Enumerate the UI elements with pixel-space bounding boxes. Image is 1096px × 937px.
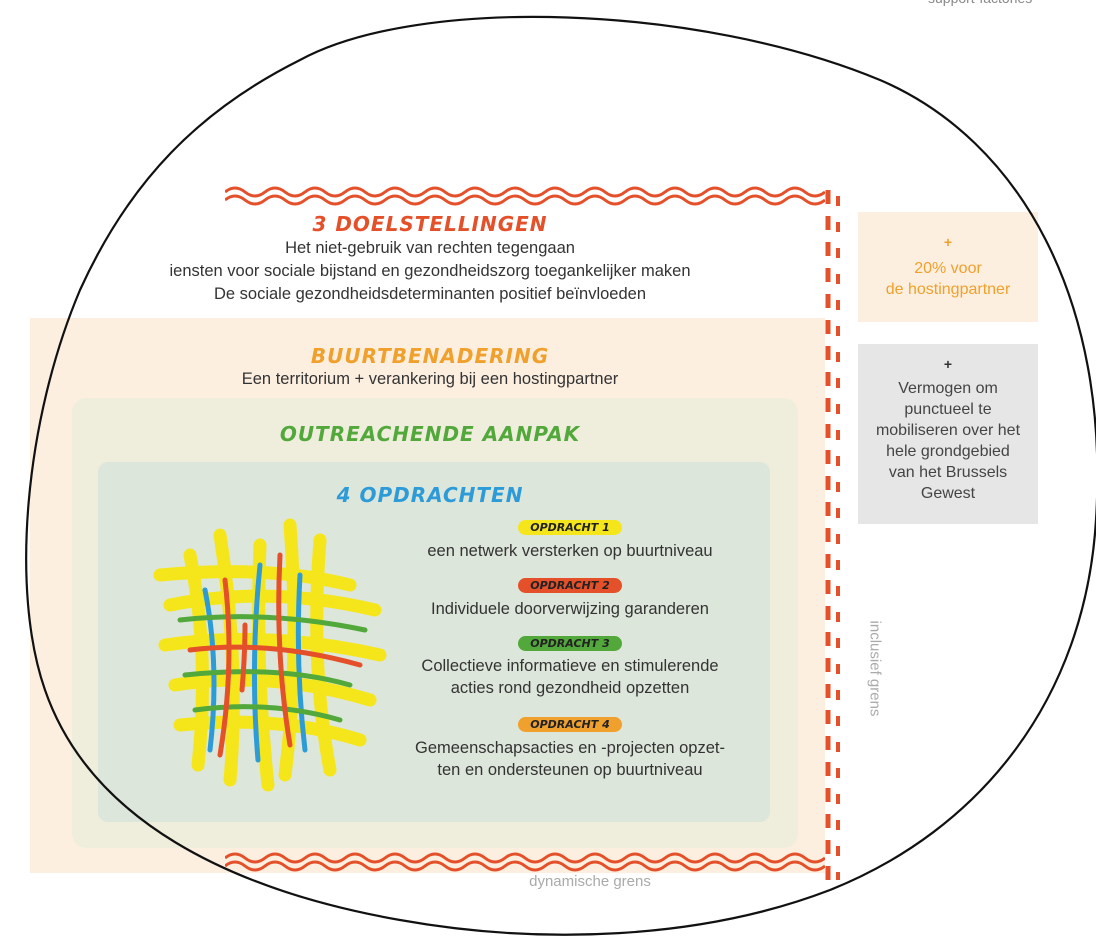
doelstellingen-line-1: Het niet-gebruik van rechten tegengaan: [285, 239, 575, 257]
wavy-top-border: [225, 186, 825, 206]
doelstellingen-line-2: iensten voor sociale bijstand en gezondh…: [169, 262, 691, 280]
hosting-box: + 20% voor de hostingpartner: [858, 212, 1038, 322]
capacity-box: + Vermogen om punctueel te mobiliseren o…: [858, 344, 1038, 524]
opdracht-4-badge-wrap: OPDRACHT 4: [420, 715, 720, 733]
opdrachten-title: 4 OPDRACHTEN: [336, 483, 524, 507]
opdracht-2-badge: OPDRACHT 2: [518, 578, 622, 593]
capacity-line-6: Gewest: [920, 485, 976, 502]
opdracht-1-badge: OPDRACHT 1: [518, 520, 622, 535]
opdracht-4-text-2: ten en ondersteunen op buurtniveau: [437, 761, 703, 779]
opdracht-1-text: een netwerk versterken op buurtniveau: [427, 542, 713, 560]
opdracht-3-badge: OPDRACHT 3: [518, 636, 622, 651]
opdracht-3-text-1: Collectieve informatieve en stimulerende: [421, 657, 719, 675]
hosting-plus: +: [943, 234, 953, 250]
hosting-line-1: 20% voor: [914, 260, 982, 277]
opdracht-2-text: Individuele doorverwijzing garanderen: [431, 600, 709, 618]
capacity-line-4: hele grondgebied: [886, 443, 1010, 460]
opdracht-3-text-2: acties rond gezondheid opzetten: [450, 679, 690, 697]
opdracht-4-text-1: Gemeenschapsacties en -projecten opzet-: [414, 739, 725, 757]
buurt-subtitle: Een territorium + verankering bij een ho…: [241, 370, 619, 388]
capacity-line-2: punctueel te: [904, 401, 992, 418]
hosting-line-2: de hostingpartner: [885, 281, 1011, 298]
capacity-line-1: Vermogen om: [898, 380, 998, 397]
capacity-plus: +: [943, 356, 953, 372]
wavy-bottom-border: [225, 852, 825, 872]
dynamic-border-label: dynamische grens: [529, 873, 651, 890]
opdracht-2-badge-wrap: OPDRACHT 2: [420, 576, 720, 594]
doelstellingen-line-3: De sociale gezondheidsdeterminanten posi…: [213, 285, 647, 303]
network-scribble-illustration: [153, 518, 387, 792]
opdracht-3-badge-wrap: OPDRACHT 3: [420, 634, 720, 652]
opdracht-4-badge: OPDRACHT 4: [518, 717, 622, 732]
buurt-title: BUURTBENADERING: [310, 344, 550, 368]
capacity-line-3: mobiliseren over het: [875, 422, 1021, 439]
doelstellingen-title: 3 DOELSTELLINGEN: [312, 212, 548, 236]
outreach-title: OUTREACHENDE AANPAK: [279, 422, 581, 446]
inclusive-border: [825, 190, 840, 880]
header-fragment: support-factories: [928, 0, 1032, 6]
capacity-line-5: van het Brussels: [888, 464, 1008, 481]
opdracht-1-badge-wrap: OPDRACHT 1: [420, 518, 720, 536]
